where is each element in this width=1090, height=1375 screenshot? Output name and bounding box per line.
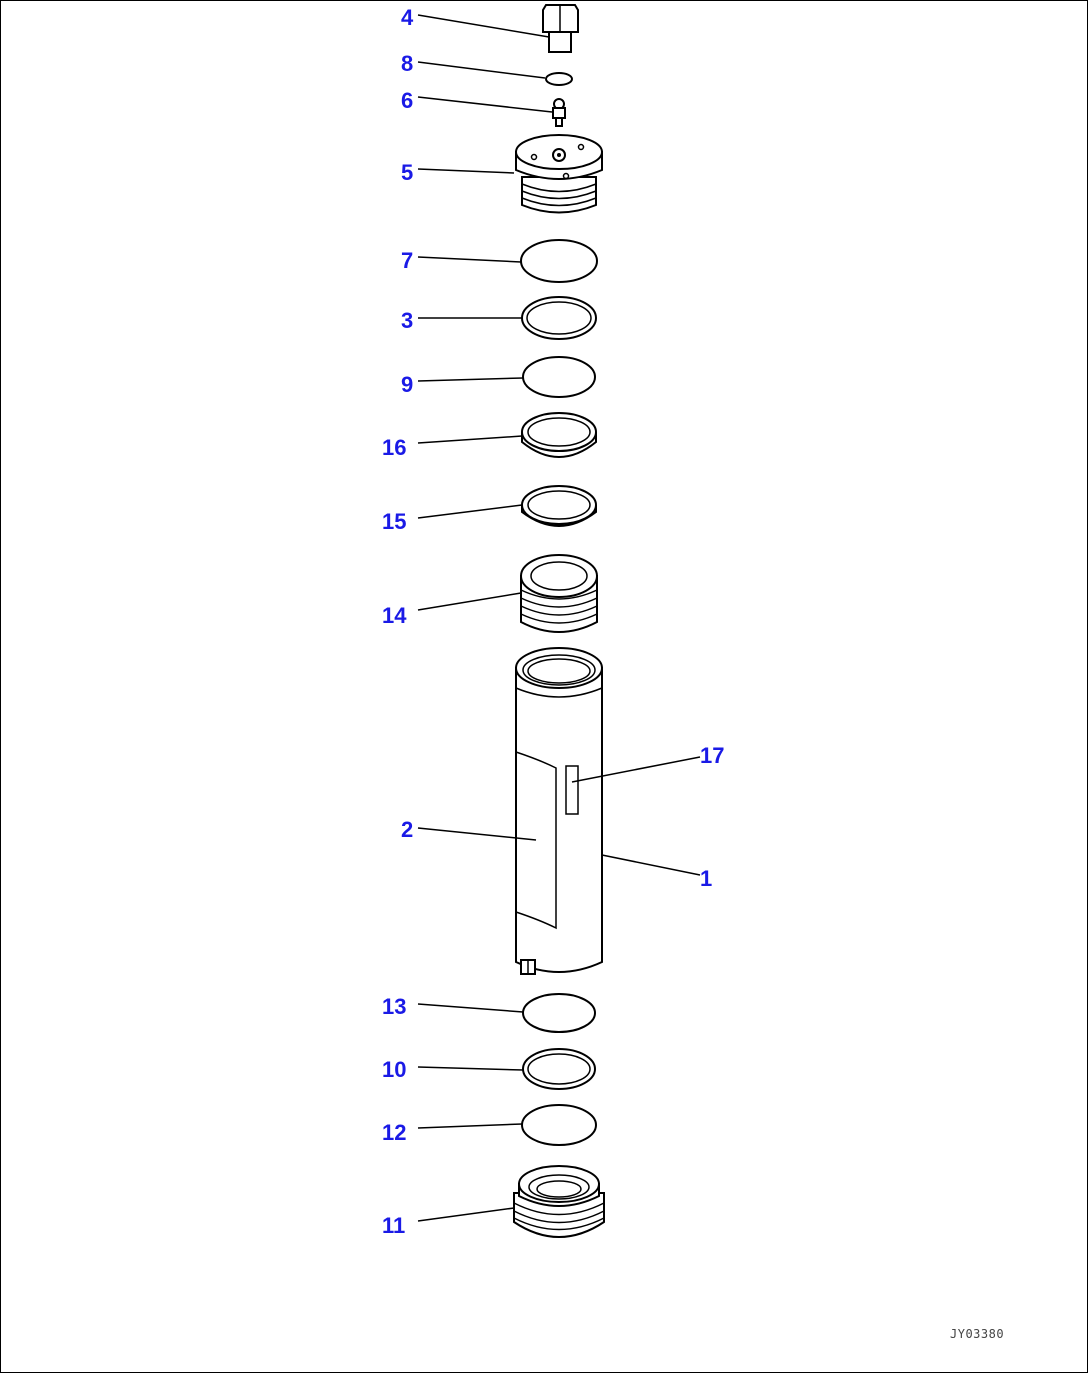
callout-label: 5 [401,160,413,185]
callout-label: 14 [382,603,407,628]
part-10-backup-ring [522,1048,596,1090]
callout-label: 17 [700,743,724,768]
leader-7 [417,256,522,263]
leader-lines [417,14,701,1222]
leader-10 [417,1066,524,1071]
drawing-id-label: JY03380 [950,1327,1005,1341]
part-7-o-ring [520,239,598,283]
part-5-head [515,134,603,214]
leader-14 [417,592,522,611]
leader-4 [417,14,550,38]
part-3-backup-ring [521,296,597,340]
leader-6 [417,96,553,113]
leader-12 [417,1123,523,1129]
callout-label: 8 [401,51,413,76]
part-2-plate [515,751,557,930]
part-8-washer [545,72,573,86]
leader-1 [601,854,701,876]
leader-13 [417,1003,524,1013]
leader-2 [417,827,537,841]
leader-11 [417,1207,515,1222]
callout-label: 7 [401,248,413,273]
part-11-gland [513,1165,605,1238]
callout-label: 15 [382,509,406,534]
callout-label: 9 [401,372,413,397]
callout-labels: 4 8 6 5 7 3 9 16 15 14 17 2 1 13 10 12 1… [382,5,724,1238]
callout-label: 3 [401,308,413,333]
part-13-o-ring [522,993,596,1033]
callout-label: 13 [382,994,406,1019]
callout-label: 12 [382,1120,406,1145]
callout-label: 16 [382,435,406,460]
leader-5 [417,168,515,174]
part-6-fitting [552,98,566,127]
callout-label: 10 [382,1057,406,1082]
part-12-o-ring [521,1104,597,1146]
part-15-ring [521,485,597,527]
part-14-piston [520,554,598,633]
part-9-o-ring [522,356,596,398]
callout-label: 1 [700,866,712,891]
leader-16 [417,435,523,444]
part-1-cylinder-tube [515,647,603,975]
callout-label: 6 [401,88,413,113]
callout-label: 11 [382,1213,405,1238]
leader-8 [417,61,546,79]
leader-15 [417,504,523,519]
leader-17 [571,756,701,783]
leader-9 [417,377,524,382]
part-4-bolt [542,4,579,53]
part-16-ring [521,412,597,458]
callout-label: 2 [401,817,413,842]
callout-label: 4 [401,5,414,30]
part-17-small-plate [565,765,579,815]
